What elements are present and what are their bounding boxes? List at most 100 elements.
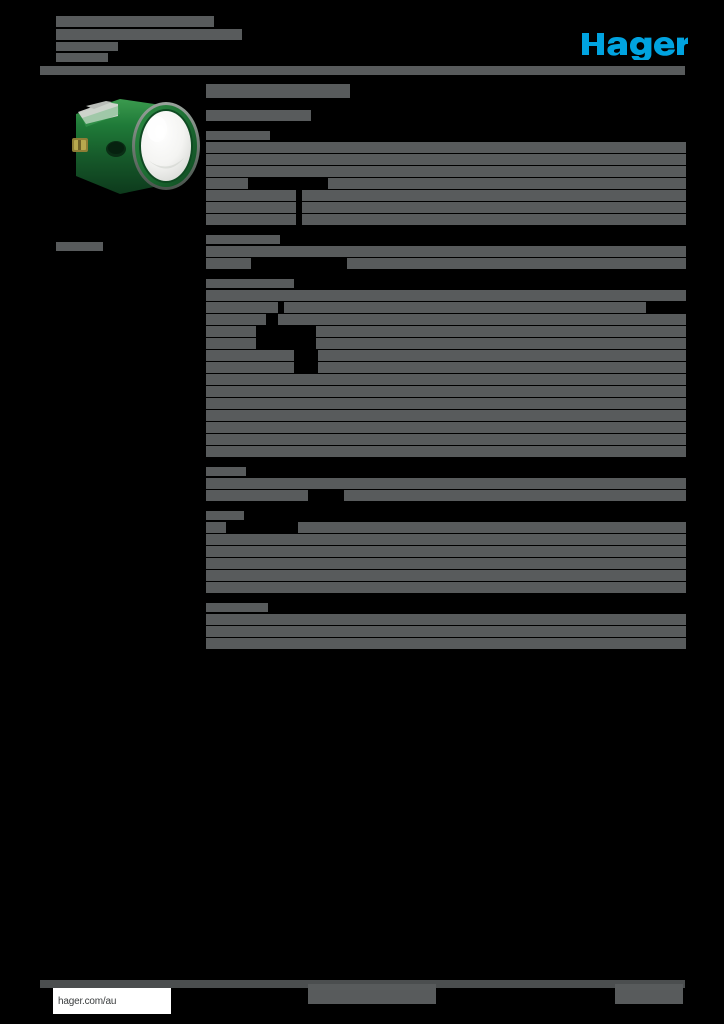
spec-label-redaction — [206, 398, 302, 409]
page-title — [56, 16, 242, 64]
spec-value-redaction — [264, 422, 686, 433]
spec-section-title — [206, 603, 686, 612]
spec-row — [206, 190, 686, 201]
spec-section — [206, 511, 686, 593]
spec-value-redaction — [264, 374, 686, 385]
spec-value-redaction — [264, 398, 686, 409]
spec-section-title — [206, 279, 686, 288]
footer-url-box[interactable]: hager.com/au — [53, 988, 171, 1014]
document-subheading-redaction — [206, 110, 311, 121]
spec-section — [206, 279, 686, 457]
specification-content — [206, 84, 686, 659]
spec-row — [206, 522, 686, 533]
footer-url[interactable]: hager.com/au — [58, 995, 117, 1007]
spec-label-redaction — [206, 386, 302, 397]
spec-value-redaction — [302, 190, 686, 201]
spec-label-redaction — [206, 350, 294, 361]
document-heading — [206, 84, 686, 98]
spec-row — [206, 302, 686, 313]
spec-label-redaction — [206, 434, 302, 445]
spec-value-redaction — [318, 362, 686, 373]
spec-label-redaction — [206, 614, 278, 625]
spec-label-redaction — [206, 410, 302, 421]
spec-label-redaction — [206, 490, 308, 501]
spec-label-redaction — [206, 638, 278, 649]
spec-section — [206, 235, 686, 269]
spec-value-redaction — [264, 534, 686, 545]
subtitle-line-2 — [56, 53, 108, 62]
spec-row — [206, 350, 686, 361]
spec-label-redaction — [206, 178, 248, 189]
spec-value-redaction — [264, 386, 686, 397]
spec-value-redaction — [274, 154, 686, 165]
spec-row — [206, 410, 686, 421]
spec-row — [206, 374, 686, 385]
spec-value-redaction — [298, 522, 686, 533]
spec-row — [206, 202, 686, 213]
spec-row — [206, 338, 686, 349]
spec-label-redaction — [206, 570, 302, 581]
spec-section-title — [206, 131, 686, 140]
spec-label-redaction — [206, 258, 251, 269]
spec-section-title — [206, 235, 686, 244]
spec-section — [206, 131, 686, 225]
spec-section-title-redaction — [206, 131, 270, 140]
spec-row — [206, 478, 686, 489]
page-header — [40, 14, 700, 74]
spec-label-redaction — [206, 626, 278, 637]
spec-section-title-redaction — [206, 235, 280, 244]
spec-row — [206, 534, 686, 545]
product-photo — [56, 84, 204, 209]
spec-sections — [206, 131, 686, 649]
spec-row — [206, 558, 686, 569]
spec-section — [206, 603, 686, 649]
spec-row — [206, 246, 686, 257]
spec-row — [206, 326, 686, 337]
spec-label-redaction — [206, 582, 302, 593]
footer-center-text — [308, 984, 436, 1004]
spec-row — [206, 398, 686, 409]
spec-value-redaction — [344, 490, 686, 501]
spec-section-title-redaction — [206, 279, 294, 288]
spec-label-redaction — [206, 246, 280, 257]
spec-value-redaction — [248, 478, 686, 489]
spec-label-redaction — [206, 290, 284, 301]
spec-row — [206, 570, 686, 581]
spec-value-redaction — [274, 166, 686, 177]
spec-row — [206, 638, 686, 649]
spec-label-redaction — [206, 326, 256, 337]
spec-row — [206, 290, 686, 301]
title-line-2 — [56, 29, 242, 40]
title-line-1 — [56, 16, 214, 27]
spec-value-redaction — [302, 202, 686, 213]
spec-row — [206, 258, 686, 269]
spec-value-redaction — [264, 558, 686, 569]
spec-value-redaction — [278, 614, 686, 625]
spec-label-redaction — [206, 142, 274, 153]
header-divider — [40, 66, 685, 75]
spec-value-redaction — [316, 338, 686, 349]
spec-label-redaction — [206, 362, 294, 373]
spec-section-title-redaction — [206, 603, 268, 612]
page-footer: hager.com/au — [40, 980, 700, 1018]
spec-row — [206, 422, 686, 433]
footer-center-redaction — [308, 984, 436, 1004]
spec-label-redaction — [206, 546, 302, 557]
spec-row — [206, 546, 686, 557]
spec-label-redaction — [206, 190, 296, 201]
spec-value-redaction — [278, 314, 686, 325]
spec-label-redaction — [206, 202, 296, 213]
spec-value-redaction — [280, 246, 686, 257]
spec-label-redaction — [206, 558, 302, 569]
spec-value-redaction — [264, 410, 686, 421]
spec-section-title — [206, 467, 686, 476]
spec-value-redaction — [274, 142, 686, 153]
spec-label-redaction — [206, 154, 274, 165]
spec-row — [206, 582, 686, 593]
spec-value-redaction — [328, 178, 686, 189]
spec-label-redaction — [206, 166, 274, 177]
spec-row — [206, 626, 686, 637]
spec-row — [206, 314, 686, 325]
spec-row — [206, 166, 686, 177]
